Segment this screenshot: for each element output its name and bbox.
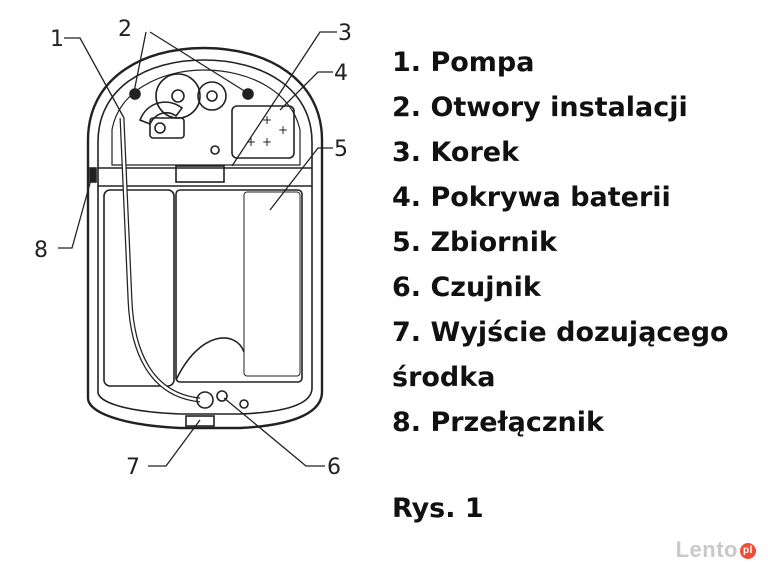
leader-8: [58, 175, 93, 249]
dispenser-diagram: + + + + 1 2 3: [34, 17, 352, 480]
callout-8: 8: [34, 238, 48, 263]
pump-gear-small: [197, 81, 227, 111]
leader-5: [269, 147, 333, 211]
figure-caption: Rys. 1: [392, 493, 484, 524]
cap: [175, 165, 225, 183]
legend-item-otwory: 2. Otwory instalacji: [392, 92, 688, 123]
watermark-text: Lento: [675, 537, 738, 562]
dosing-tube: [119, 117, 201, 403]
leader-3: [231, 31, 337, 167]
legend-item-przelacznik: 8. Przełącznik: [392, 407, 604, 438]
legend-item-pokrywa: 4. Pokrywa baterii: [392, 182, 671, 213]
outlet: [185, 415, 215, 427]
callout-7: 7: [126, 455, 140, 480]
install-hole-left: [129, 88, 141, 100]
mechanism-plate: [111, 69, 301, 166]
housing-outline: [86, 46, 324, 430]
leader-7: [148, 419, 201, 467]
legend-list: 1. Pompa 2. Otwory instalacji 3. Korek 4…: [392, 40, 729, 445]
svg-text:+: +: [262, 135, 272, 149]
pump-wheel: [138, 101, 184, 126]
svg-text:+: +: [246, 135, 256, 149]
legend-item-wyjscie: 7. Wyjście dozującego: [392, 317, 729, 348]
callout-4: 4: [334, 61, 348, 86]
svg-text:+: +: [262, 113, 272, 127]
housing-inner-outline: [97, 59, 313, 415]
leader-2b: [149, 31, 247, 93]
legend-item-pompa: 1. Pompa: [392, 47, 535, 78]
leader-2a: [133, 31, 147, 93]
sensor: [216, 390, 228, 402]
svg-text:+: +: [278, 123, 288, 137]
callout-1: 1: [50, 27, 64, 52]
legend-item-zbiornik: 5. Zbiornik: [392, 227, 557, 258]
callout-5: 5: [334, 137, 348, 162]
switch: [89, 167, 97, 183]
leader-6: [223, 397, 325, 467]
callout-2: 2: [118, 17, 132, 42]
legend-item-korek: 3. Korek: [392, 137, 520, 168]
watermark-dot-icon: pl: [740, 543, 756, 560]
legend-item-czujnik: 6. Czujnik: [392, 272, 541, 303]
callout-6: 6: [327, 455, 341, 480]
pump-gear-large: [155, 73, 201, 119]
callout-3: 3: [338, 21, 352, 46]
outlet-nozzle: [196, 391, 214, 409]
leader-1: [64, 37, 125, 119]
leader-4: [279, 71, 333, 111]
tank-window: [243, 191, 301, 377]
battery-cover: [231, 105, 295, 159]
tank: [175, 189, 303, 383]
legend-item-wyjscie-cont: środka: [392, 362, 496, 393]
